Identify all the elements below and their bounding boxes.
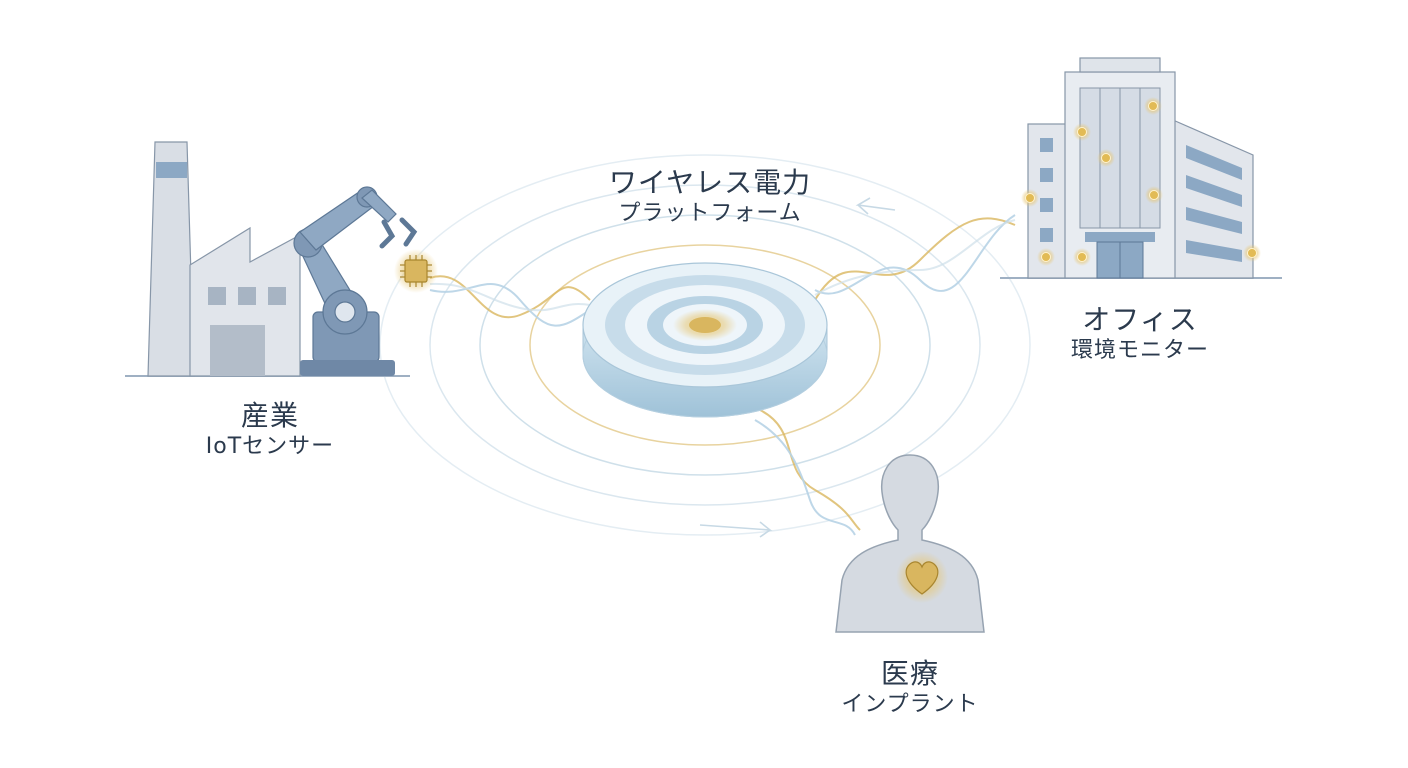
heart-implant-icon bbox=[905, 561, 939, 595]
sensor-chip-icon bbox=[394, 249, 438, 293]
industrial-scene bbox=[125, 141, 438, 377]
wave-industrial bbox=[429, 275, 591, 327]
medical-title: 医療 bbox=[880, 657, 939, 690]
circulation-arrows bbox=[699, 197, 896, 538]
wave-office bbox=[814, 214, 1016, 301]
industrial-title: 産業 bbox=[240, 399, 299, 432]
office-title: オフィス bbox=[1082, 303, 1198, 336]
sensor-dots bbox=[1021, 97, 1261, 266]
medical-label: 医療 インプラント bbox=[800, 656, 1020, 719]
medical-subtitle: インプラント bbox=[841, 692, 979, 717]
office-building-icon bbox=[1064, 57, 1176, 279]
wave-medical bbox=[754, 409, 861, 536]
center-title: ワイヤレス電力 bbox=[608, 166, 812, 199]
center-subtitle: プラットフォーム bbox=[618, 201, 802, 226]
office-label: オフィス 環境モニター bbox=[1030, 302, 1250, 365]
center-label: ワイヤレス電力 プラットフォーム bbox=[560, 165, 860, 228]
office-subtitle: 環境モニター bbox=[1070, 338, 1209, 363]
industrial-subtitle: IoTセンサー bbox=[205, 434, 335, 459]
office-scene bbox=[1000, 57, 1282, 279]
industrial-label: 産業 IoTセンサー bbox=[150, 398, 390, 461]
person-silhouette-icon bbox=[835, 454, 985, 633]
charging-pad bbox=[582, 262, 828, 418]
robot-arm-icon bbox=[293, 186, 418, 376]
field-rings bbox=[379, 154, 1031, 536]
medical-scene bbox=[835, 454, 985, 633]
